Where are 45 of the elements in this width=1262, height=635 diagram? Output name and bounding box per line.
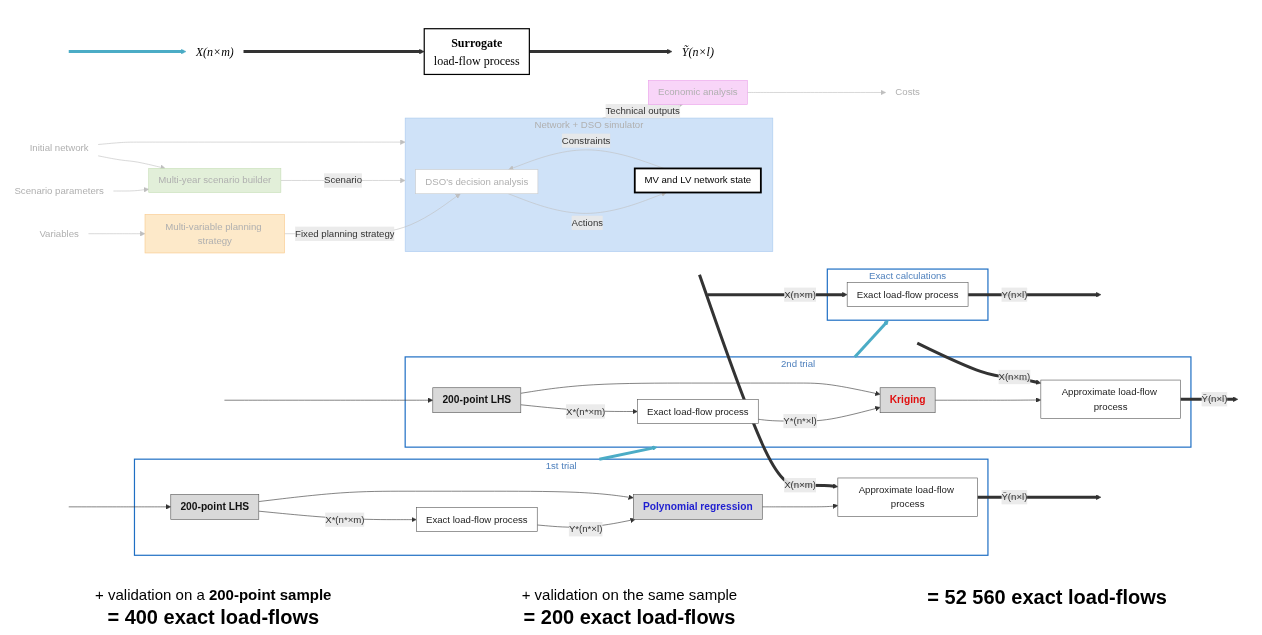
node-text: Costs — [895, 87, 920, 98]
node-box: Surrogate load-flow process — [423, 28, 530, 76]
edge-label: X*(n*×m) — [565, 406, 606, 417]
arrow — [529, 48, 673, 55]
node-box: Kriging — [879, 387, 936, 413]
node-box: Economic analysis — [648, 80, 748, 105]
edge-label: Y*(n*×l) — [783, 415, 817, 426]
edge-label: X*(n*×m) — [325, 514, 365, 525]
node-box: Approximate load-flow process — [1040, 379, 1181, 419]
arrow — [243, 48, 425, 55]
edge-label: Scenario — [324, 175, 363, 186]
note-text: + validation on a 200-point sample — [95, 586, 332, 603]
arrow — [853, 319, 889, 358]
node-box: Exact load-flow process — [416, 507, 538, 532]
result-text: = 200 exact load-flows — [523, 606, 736, 629]
node-box: MV and LV network state — [633, 167, 762, 194]
node-box: Approximate load-flow process — [837, 477, 978, 517]
edge-label: Y*(n*×l) — [568, 523, 603, 535]
edge-label: Actions — [571, 217, 604, 228]
node-text: Ỹ(n×l) — [681, 44, 714, 59]
node-box: 200-point LHS — [432, 387, 522, 413]
node-box: DSO's decision analysis — [415, 169, 539, 194]
node-box: Exact load-flow process — [846, 282, 969, 307]
node-box: Multi-year scenario builder — [148, 168, 282, 193]
edge-label: Ỹ(n×l) — [1201, 393, 1228, 405]
edge-label: X(n×m) — [784, 289, 816, 300]
edge-label: Fixed planning strategy — [295, 228, 395, 239]
edge-label: X(n×m) — [784, 479, 816, 491]
node-box: Exact load-flow process — [637, 399, 759, 424]
node-text: Variables — [39, 228, 79, 239]
result-text: = 400 exact load-flows — [107, 606, 320, 629]
node-text: Initial network — [29, 142, 89, 153]
node-text: X(n×m) — [195, 44, 234, 59]
result-text: = 52 560 exact load-flows — [927, 586, 1167, 609]
node-box: 200-point LHS — [170, 494, 260, 520]
edge-label: Y(n×l) — [1001, 289, 1028, 300]
node-box: Polynomial regression — [633, 494, 763, 520]
node-text: Scenario parameters — [14, 185, 104, 196]
edge-label: Ỹ(n×l) — [1001, 491, 1028, 503]
node-box: Multi-variable planning strategy — [144, 214, 285, 254]
arrow — [599, 445, 658, 461]
edge-label: X(n×m) — [998, 371, 1031, 382]
note-text: + validation on the same sample — [521, 586, 738, 603]
arrow — [68, 48, 187, 55]
edge-label: Constraints — [561, 135, 611, 146]
